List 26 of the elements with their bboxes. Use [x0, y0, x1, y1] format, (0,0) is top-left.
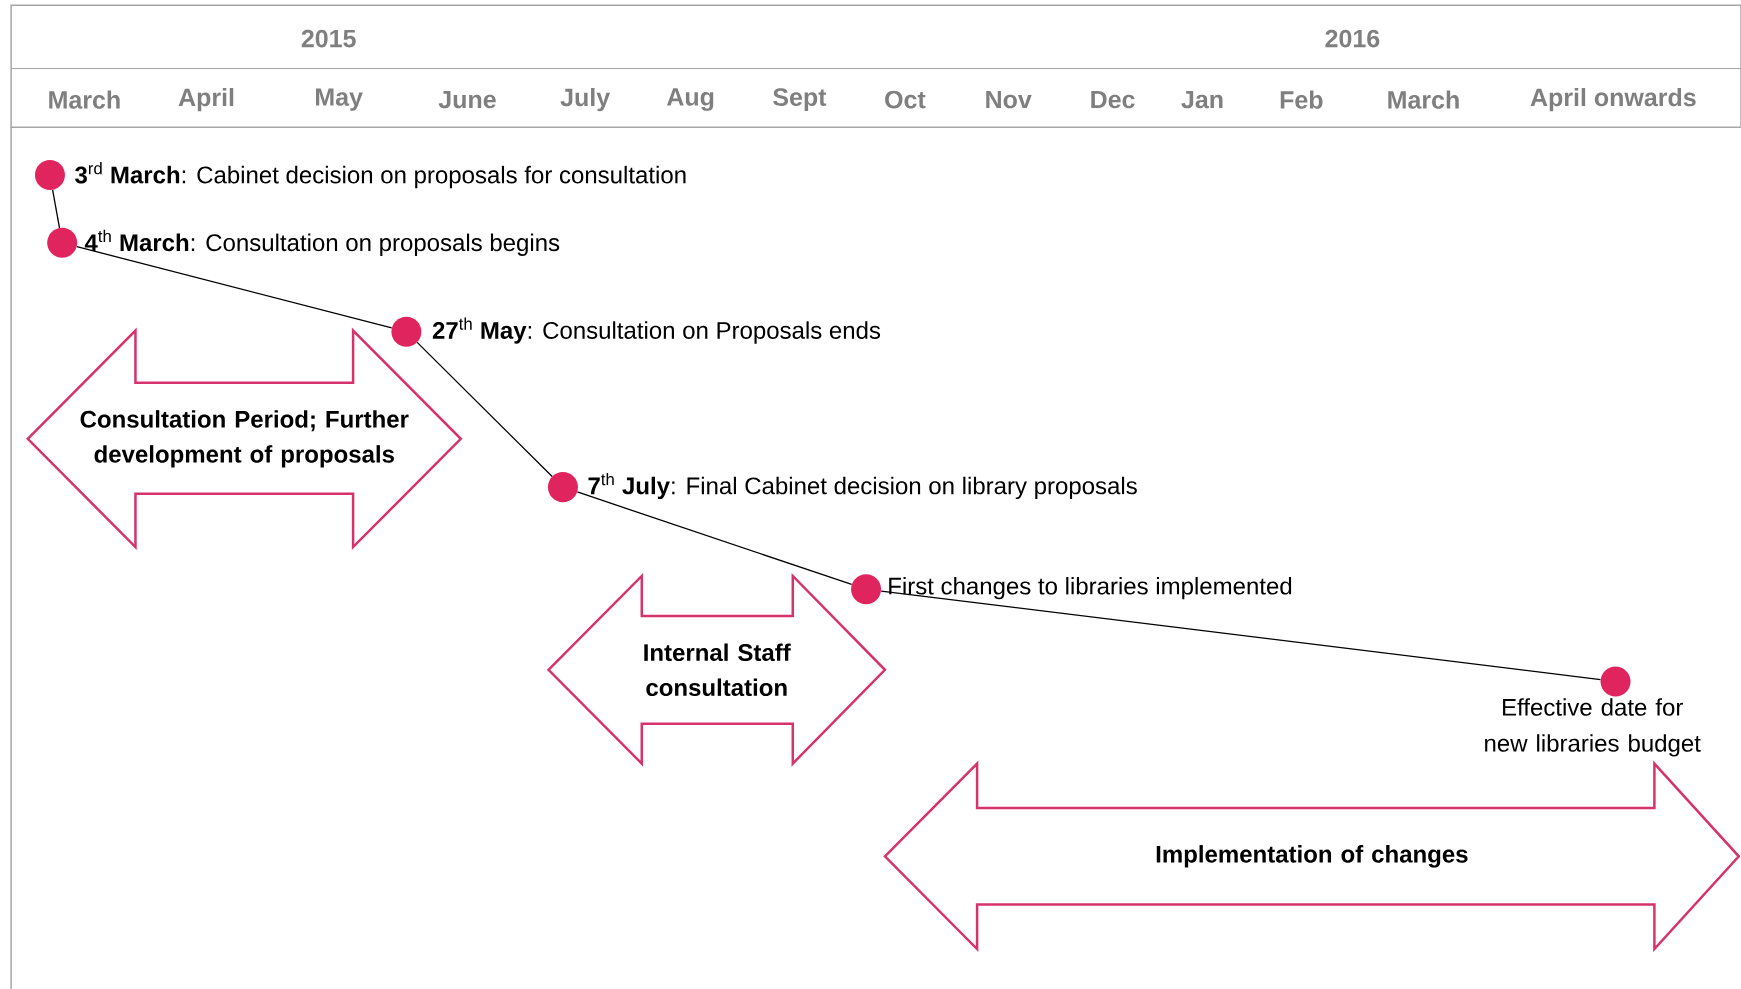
month-label: Jan: [1181, 90, 1223, 109]
month-label: April onwards: [1530, 87, 1696, 112]
milestone-label: Effective date for new libraries budget: [1485, 698, 1701, 757]
month-label: July: [560, 87, 611, 112]
month-label: June: [438, 90, 496, 109]
month-label: March: [1388, 90, 1459, 109]
milestone-label: First changes to libraries implemented: [889, 577, 1292, 600]
month-label: Oct: [885, 90, 926, 109]
connector-line: [76, 246, 393, 329]
month-label: May: [316, 88, 363, 111]
connector-line: [52, 189, 61, 229]
milestone-label: 4$^{th}$ March: Consultation on proposals begins: [84, 229, 560, 256]
connector-line: [416, 341, 553, 478]
connector-line: [880, 590, 1602, 681]
month-label: Nov: [986, 90, 1032, 109]
connector-line: [576, 491, 853, 586]
year-label: 2016: [1325, 29, 1380, 48]
month-label: March: [49, 90, 120, 109]
month-label: Sept: [773, 88, 827, 111]
month-label: April: [178, 87, 234, 112]
month-label: Dec: [1091, 90, 1135, 109]
month-label: Feb: [1280, 90, 1323, 109]
month-label: Aug: [666, 88, 714, 111]
year-label: 2015: [301, 29, 356, 48]
milestone-label: 3$^{rd}$ March: Cabinet decision on proposals for consultation: [75, 162, 686, 189]
milestone-label: 7$^{th}$ July: Final Cabinet decision on library proposals: [588, 472, 1137, 500]
